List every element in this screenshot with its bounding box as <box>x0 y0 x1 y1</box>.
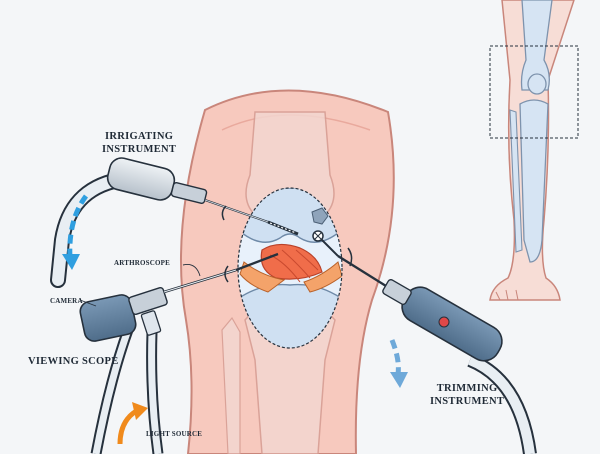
trimming-label-line2: INSTRUMENT <box>430 396 505 407</box>
trimming-instrument <box>312 230 537 454</box>
light-arrow-orange <box>117 402 148 445</box>
light-source-label: LIGHT SOURCE <box>146 430 203 438</box>
irrigating-instrument-label: IRRIGATING INSTRUMENT <box>102 130 176 156</box>
leg-inset <box>489 0 579 301</box>
joint-interior-view <box>237 187 343 349</box>
trimming-label-line1: TRIMMING <box>436 383 498 394</box>
viewing-scope <box>79 252 279 454</box>
flow-arrow-blue-right <box>389 339 408 388</box>
flow-arrow-blue-left <box>62 194 89 270</box>
irrigating-label-line2: INSTRUMENT <box>102 144 177 155</box>
arthroscope-label: ARTHROSCOPE <box>114 259 171 267</box>
irrigating-instrument <box>50 157 299 288</box>
leader-lines <box>79 264 201 307</box>
portal-marks <box>221 205 353 283</box>
irrigating-label-line1: IRRIGATING <box>105 131 174 142</box>
camera-label: CAMERA <box>50 297 83 305</box>
viewing-scope-label: VIEWING SCOPE <box>28 356 119 367</box>
trimming-instrument-label: TRIMMING INSTRUMENT <box>430 382 504 408</box>
